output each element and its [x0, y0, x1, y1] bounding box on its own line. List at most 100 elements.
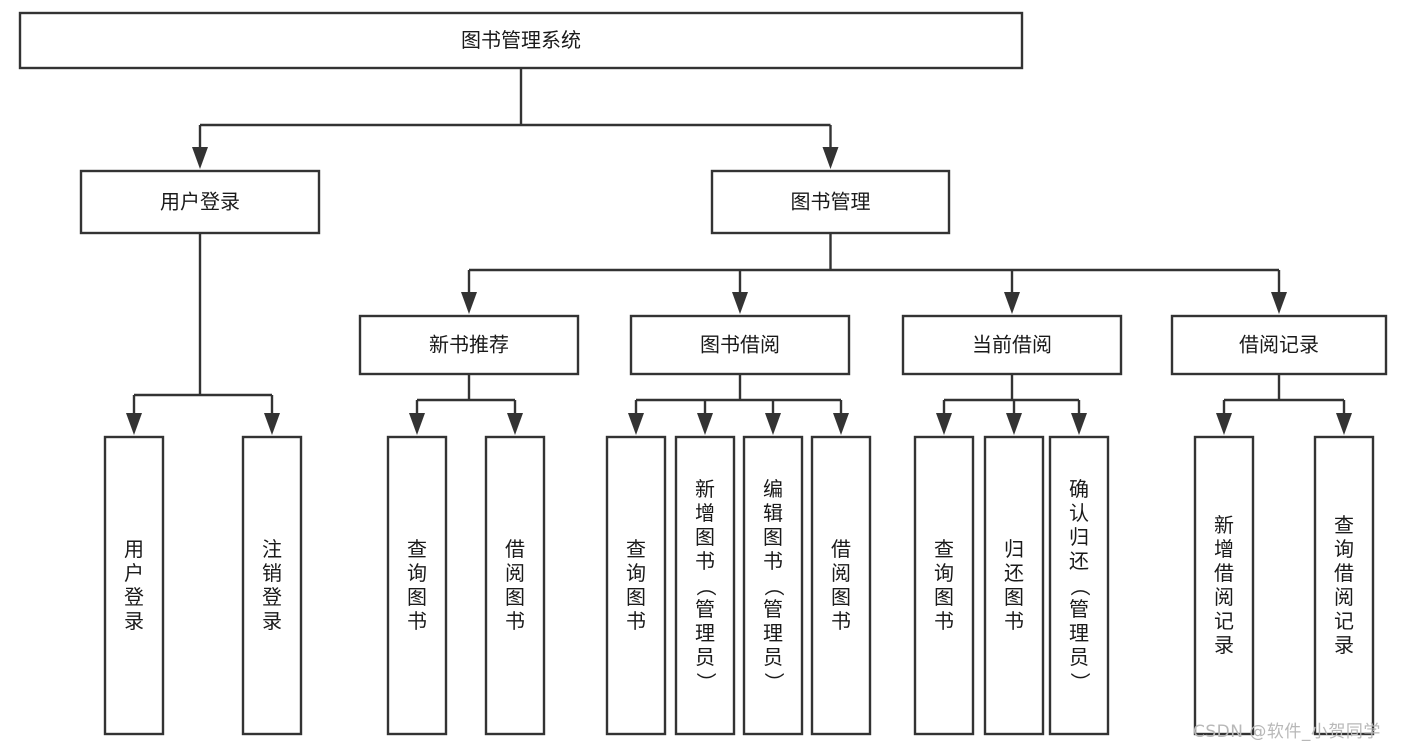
- arrow-head-icon: [1071, 413, 1087, 435]
- node-label-char: 书: [695, 549, 715, 573]
- node-label-char: 图: [695, 525, 715, 549]
- node-label-char: ）: [1068, 672, 1092, 692]
- node-label-char: 员: [763, 645, 783, 669]
- node-label-char: 辑: [763, 501, 783, 525]
- node-borrow-record[interactable]: 借阅记录: [1170, 314, 1388, 376]
- node-label-char: 归: [1069, 525, 1089, 549]
- node-label-char: 录: [1334, 633, 1354, 657]
- node-box-current-borrow[interactable]: [901, 314, 1123, 376]
- node-book-borrow[interactable]: 图书借阅: [629, 314, 851, 376]
- arrow-head-icon: [192, 147, 208, 169]
- node-label-char: 询: [626, 561, 646, 585]
- node-label-char: 书: [831, 609, 851, 633]
- node-user-login[interactable]: 用户登录: [79, 169, 321, 235]
- node-box-book-borrow[interactable]: [629, 314, 851, 376]
- node-label-char: 管: [763, 597, 783, 621]
- node-label-borrow-record: 借阅记录: [1239, 333, 1319, 357]
- node-label-current-borrow: 当前借阅: [972, 333, 1052, 357]
- node-label-char: 查: [407, 537, 427, 561]
- arrow-head-icon: [1006, 413, 1022, 435]
- node-label-new-book-rec: 新书推荐: [429, 333, 509, 357]
- arrow-head-icon: [1216, 413, 1232, 435]
- node-box-leaf-bb-borrow-book[interactable]: [810, 435, 872, 736]
- node-layer: 图书管理系统用户登录图书管理新书推荐图书借阅当前借阅借阅记录用户登录注销登录查询…: [18, 11, 1388, 736]
- node-label-char: 询: [407, 561, 427, 585]
- node-label-char: 图: [763, 525, 783, 549]
- node-label-char: 书: [934, 609, 954, 633]
- node-box-leaf-bb-edit-book[interactable]: [742, 435, 804, 736]
- node-current-borrow[interactable]: 当前借阅: [901, 314, 1123, 376]
- node-label-char: 阅: [1334, 585, 1354, 609]
- node-box-root[interactable]: [18, 11, 1024, 70]
- node-leaf-user-login[interactable]: 用户登录: [103, 435, 165, 736]
- node-label-char: 借: [1214, 561, 1234, 585]
- node-box-leaf-bb-add-book[interactable]: [674, 435, 736, 736]
- node-box-leaf-br-add-record[interactable]: [1193, 435, 1255, 736]
- arrow-head-icon: [936, 413, 952, 435]
- node-label-char: 用: [124, 537, 144, 561]
- node-label-char: 记: [1334, 609, 1354, 633]
- node-label-char: 员: [695, 645, 715, 669]
- node-box-leaf-br-query-record[interactable]: [1313, 435, 1375, 736]
- node-book-manage[interactable]: 图书管理: [710, 169, 951, 235]
- node-label-user-login: 用户登录: [160, 190, 240, 214]
- node-label-char: 借: [505, 537, 525, 561]
- node-label-book-manage: 图书管理: [791, 190, 871, 214]
- node-box-leaf-cb-confirm-return[interactable]: [1048, 435, 1110, 736]
- node-label-root: 图书管理系统: [461, 28, 581, 52]
- node-new-book-rec[interactable]: 新书推荐: [358, 314, 580, 376]
- node-label-char: 登: [124, 585, 144, 609]
- node-box-book-manage[interactable]: [710, 169, 951, 235]
- node-label-char: 新: [695, 477, 715, 501]
- node-label-char: 书: [626, 609, 646, 633]
- node-label-char: 归: [1004, 537, 1024, 561]
- node-box-leaf-rec-query-book[interactable]: [386, 435, 448, 736]
- node-label-char: 图: [626, 585, 646, 609]
- node-label-char: 查: [934, 537, 954, 561]
- node-label-char: 确: [1069, 477, 1089, 501]
- node-label-char: 查: [1334, 513, 1354, 537]
- node-label-char: 员: [1069, 645, 1089, 669]
- node-label-char: 查: [626, 537, 646, 561]
- node-box-user-login[interactable]: [79, 169, 321, 235]
- node-label-char: 还: [1069, 549, 1089, 573]
- arrow-head-icon: [732, 292, 748, 314]
- node-box-leaf-user-login[interactable]: [103, 435, 165, 736]
- node-label-char: 销: [262, 561, 282, 585]
- node-label-char: 图: [407, 585, 427, 609]
- node-label-char: 登: [262, 585, 282, 609]
- node-root[interactable]: 图书管理系统: [18, 11, 1024, 70]
- node-label-char: （: [694, 576, 718, 596]
- node-box-new-book-rec[interactable]: [358, 314, 580, 376]
- arrow-head-icon: [461, 292, 477, 314]
- node-label-char: 理: [695, 621, 715, 645]
- node-label-char: ）: [762, 672, 786, 692]
- arrow-head-icon: [264, 413, 280, 435]
- node-box-leaf-cb-return-book[interactable]: [983, 435, 1045, 736]
- arrow-head-icon: [765, 413, 781, 435]
- node-label-char: 录: [1214, 633, 1234, 657]
- node-box-borrow-record[interactable]: [1170, 314, 1388, 376]
- node-box-leaf-user-logout[interactable]: [241, 435, 303, 736]
- node-box-leaf-cb-query-book[interactable]: [913, 435, 975, 736]
- node-label-char: 认: [1069, 501, 1089, 525]
- node-label-char: 记: [1214, 609, 1234, 633]
- node-box-leaf-bb-query-book[interactable]: [605, 435, 667, 736]
- node-label-char: 增: [1214, 537, 1234, 561]
- arrow-head-icon: [1271, 292, 1287, 314]
- node-label-char: 询: [934, 561, 954, 585]
- node-box-leaf-rec-borrow-book[interactable]: [484, 435, 546, 736]
- node-label-char: 书: [505, 609, 525, 633]
